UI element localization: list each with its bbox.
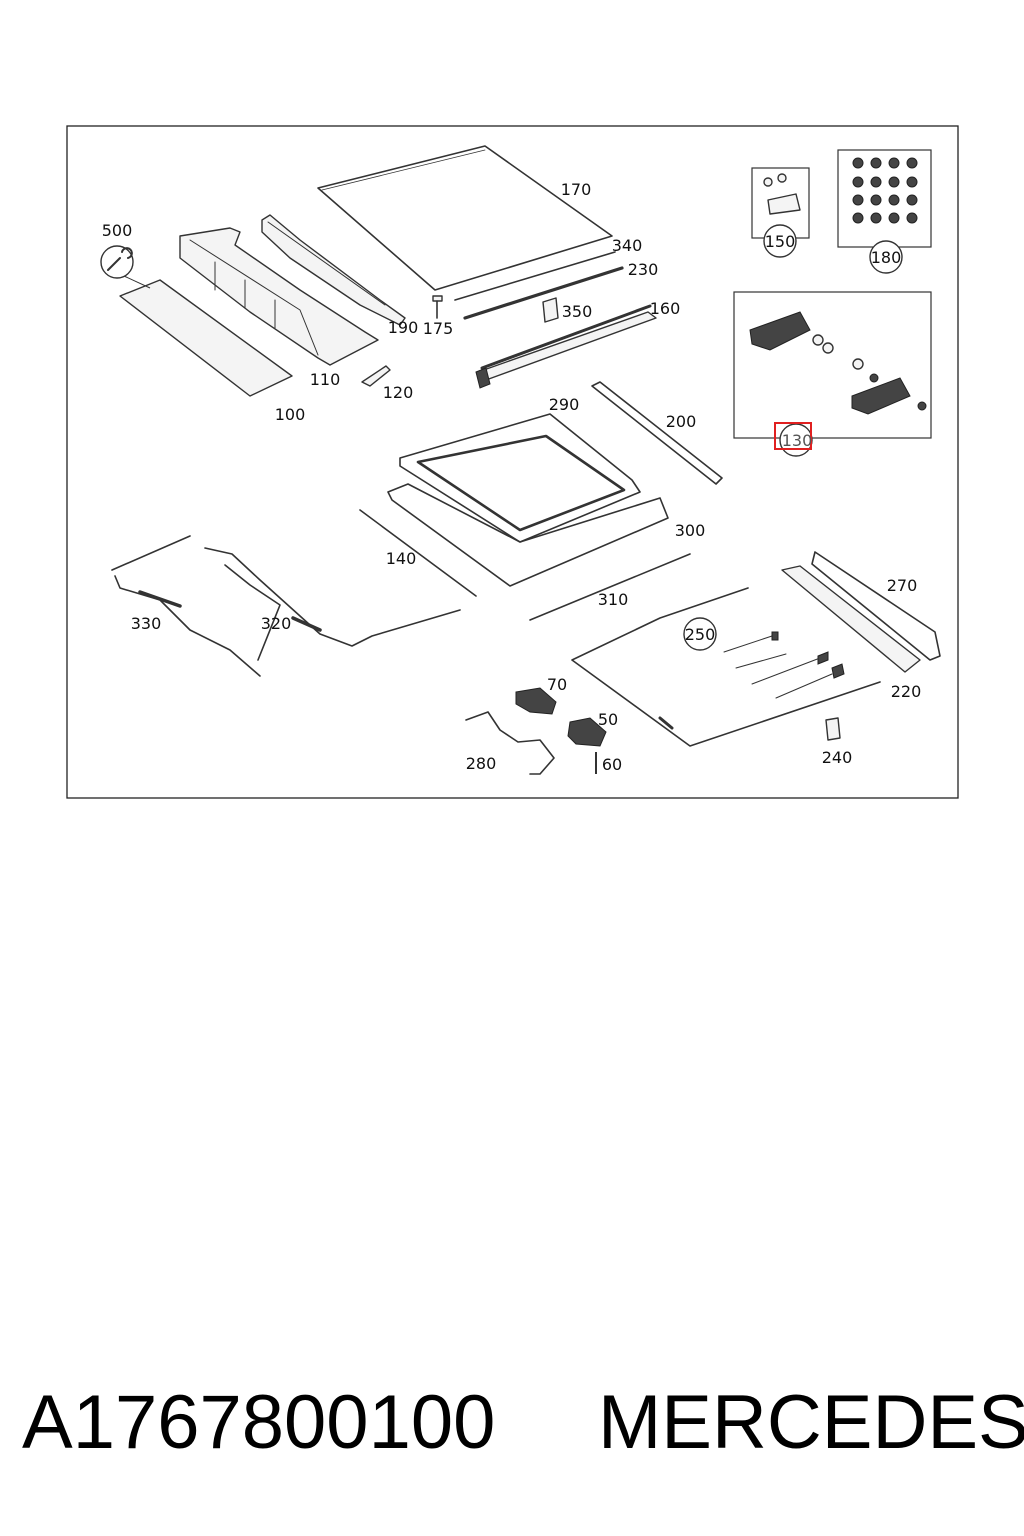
part-250-headliner: [571, 587, 881, 747]
label-60: 60: [602, 755, 622, 774]
label-190: 190: [388, 318, 419, 337]
label-300: 300: [675, 521, 706, 540]
label-50: 50: [598, 710, 618, 729]
label-110: 110: [310, 370, 341, 389]
part-50-motor: [567, 717, 607, 747]
label-320: 320: [261, 614, 292, 633]
callout-250-label: 250: [685, 625, 716, 644]
label-330: 330: [131, 614, 162, 633]
part-labels: 170 340 230 350 160 175 190 500 110 120 …: [102, 180, 922, 774]
diagram-frame: [66, 125, 959, 799]
part-70-motor: [515, 687, 557, 715]
label-350: 350: [562, 302, 593, 321]
brand-name: MERCEDES: [598, 1380, 1024, 1465]
part-270-rail: [781, 565, 921, 673]
part-350-clip: [542, 297, 559, 323]
label-175: 175: [423, 319, 454, 338]
roof-parts-diagram: 250 150 180: [66, 125, 959, 799]
part-290-frame: [399, 413, 641, 543]
label-230: 230: [628, 260, 659, 279]
callout-150-label: 150: [765, 232, 796, 251]
part-number: A1767800100: [22, 1380, 496, 1465]
selected-part-highlight: [774, 422, 812, 450]
part-320-cable: [204, 547, 461, 647]
part-230-seal: [463, 266, 624, 320]
label-200: 200: [666, 412, 697, 431]
part-280-cable: [465, 711, 555, 775]
part-120-bracket: [361, 365, 391, 387]
label-310: 310: [598, 590, 629, 609]
label-240: 240: [822, 748, 853, 767]
part-140-strip: [359, 509, 477, 597]
part-175-screw: [432, 295, 443, 319]
callout-130-label: 130: [782, 431, 813, 450]
label-340: 340: [612, 236, 643, 255]
callout-250: 250: [683, 617, 717, 651]
part-180-group: 180: [837, 149, 932, 274]
label-160: 160: [650, 299, 681, 318]
part-100-panel: [119, 279, 293, 397]
wrench-icon: [100, 245, 134, 279]
part-170-glass-panel: [317, 145, 613, 291]
part-310-strip: [529, 553, 691, 621]
part-160-rail: [477, 311, 657, 381]
part-300-seal-frame: [387, 483, 669, 587]
label-70: 70: [547, 675, 567, 694]
label-170: 170: [561, 180, 592, 199]
label-140: 140: [386, 549, 417, 568]
label-290: 290: [549, 395, 580, 414]
part-200-strip: [591, 381, 723, 485]
part-340-seal: [454, 251, 616, 301]
label-280: 280: [466, 754, 497, 773]
label-100: 100: [275, 405, 306, 424]
part-240-sensor: [825, 717, 841, 741]
label-500: 500: [102, 221, 133, 240]
label-120: 120: [383, 383, 414, 402]
part-130-group: 130: [733, 291, 932, 457]
label-270: 270: [887, 576, 918, 595]
label-220: 220: [891, 682, 922, 701]
callout-180-label: 180: [871, 248, 902, 267]
part-150-group: 150: [751, 167, 810, 258]
part-330-cable: [111, 535, 261, 677]
